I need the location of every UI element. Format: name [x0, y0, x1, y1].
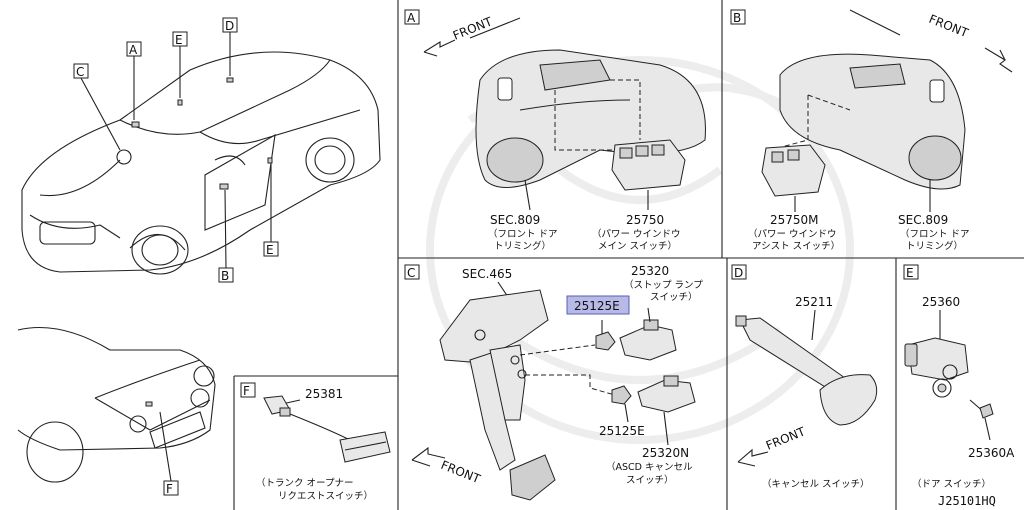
diagram-id: J25101HQ: [938, 494, 996, 508]
callout-A: A: [126, 41, 142, 120]
part-code: 25125E: [599, 424, 645, 438]
part-desc: （パワー ウインドウ: [592, 228, 681, 240]
part-code: SEC.809: [898, 213, 948, 227]
part-desc: （ドア スイッチ）: [912, 478, 991, 490]
front-label: FRONT: [764, 424, 808, 453]
part-code: 25750: [626, 213, 664, 227]
panel-frames: [233, 0, 1024, 510]
panel-letter: E: [906, 266, 914, 280]
section-label: SEC.465: [462, 267, 512, 281]
panel-letter: B: [733, 11, 741, 25]
callout-label: E: [266, 243, 274, 257]
part-code: 25320N: [642, 446, 689, 460]
part-code: 25381: [305, 387, 343, 401]
panel-letter: C: [407, 266, 415, 280]
callout-D: D: [222, 17, 238, 76]
part-code: 25211: [795, 295, 833, 309]
front-label: FRONT: [451, 14, 495, 43]
car-overview: [21, 51, 381, 275]
callout-label: F: [166, 482, 173, 496]
front-label: FRONT: [439, 458, 483, 487]
callout-E-top: E: [172, 31, 188, 98]
callout-label: E: [175, 33, 183, 47]
part-desc: リクエストスイッチ）: [278, 490, 373, 502]
front-label: FRONT: [927, 12, 971, 41]
part-desc: スイッチ）: [650, 291, 698, 303]
part-code: 25750M: [770, 213, 819, 227]
callout-C: C: [73, 63, 121, 151]
part-desc: メイン スイッチ）: [598, 240, 677, 252]
part-desc: アシスト スイッチ）: [752, 240, 840, 252]
part-desc: （ASCD キャンセル: [606, 461, 693, 473]
panel-E: E 25360 25360A （ドア スイッチ）: [903, 264, 1015, 490]
part-desc: （フロント ドア: [488, 228, 558, 240]
part-code: 25320: [631, 264, 669, 278]
part-desc: スイッチ）: [626, 474, 674, 486]
callout-label: C: [76, 65, 84, 79]
panel-A: A FRONT SEC.809 （フロント ドア トリミング） 25750 （パ…: [404, 9, 706, 252]
panel-letter: F: [243, 384, 250, 398]
part-desc: （フロント ドア: [900, 228, 970, 240]
part-desc: （トランク オープナー: [256, 477, 353, 489]
callout-label: A: [129, 43, 138, 57]
part-code: 25360: [922, 295, 960, 309]
panel-letter: D: [734, 266, 743, 280]
part-desc: （パワー ウインドウ: [748, 228, 837, 240]
callout-E-bottom: E: [263, 164, 279, 257]
callout-label: D: [225, 19, 234, 33]
panel-letter: A: [407, 11, 416, 25]
part-desc: （ストップ ランプ: [624, 279, 703, 291]
part-code: 25360A: [968, 446, 1015, 460]
part-code-highlighted: 25125E: [574, 299, 620, 313]
part-desc: トリミング）: [906, 240, 963, 252]
car-callouts: A E D C B E: [73, 17, 279, 283]
panel-F: F 25381 （トランク オープナー リクエストスイッチ）: [240, 382, 391, 502]
callout-label: B: [221, 269, 229, 283]
car-rear: F: [17, 327, 216, 496]
highlight-box: [566, 295, 630, 315]
part-code: SEC.809: [490, 213, 540, 227]
part-desc: トリミング）: [494, 240, 551, 252]
callout-B: B: [218, 189, 234, 283]
panel-B: B FRONT 25750M （パワー ウインドウ アシスト スイッチ） SEC…: [730, 9, 1013, 252]
panel-D: D 25211 FRONT （キャンセル スイッチ）: [731, 264, 878, 490]
part-desc: （キャンセル スイッチ）: [762, 478, 870, 490]
